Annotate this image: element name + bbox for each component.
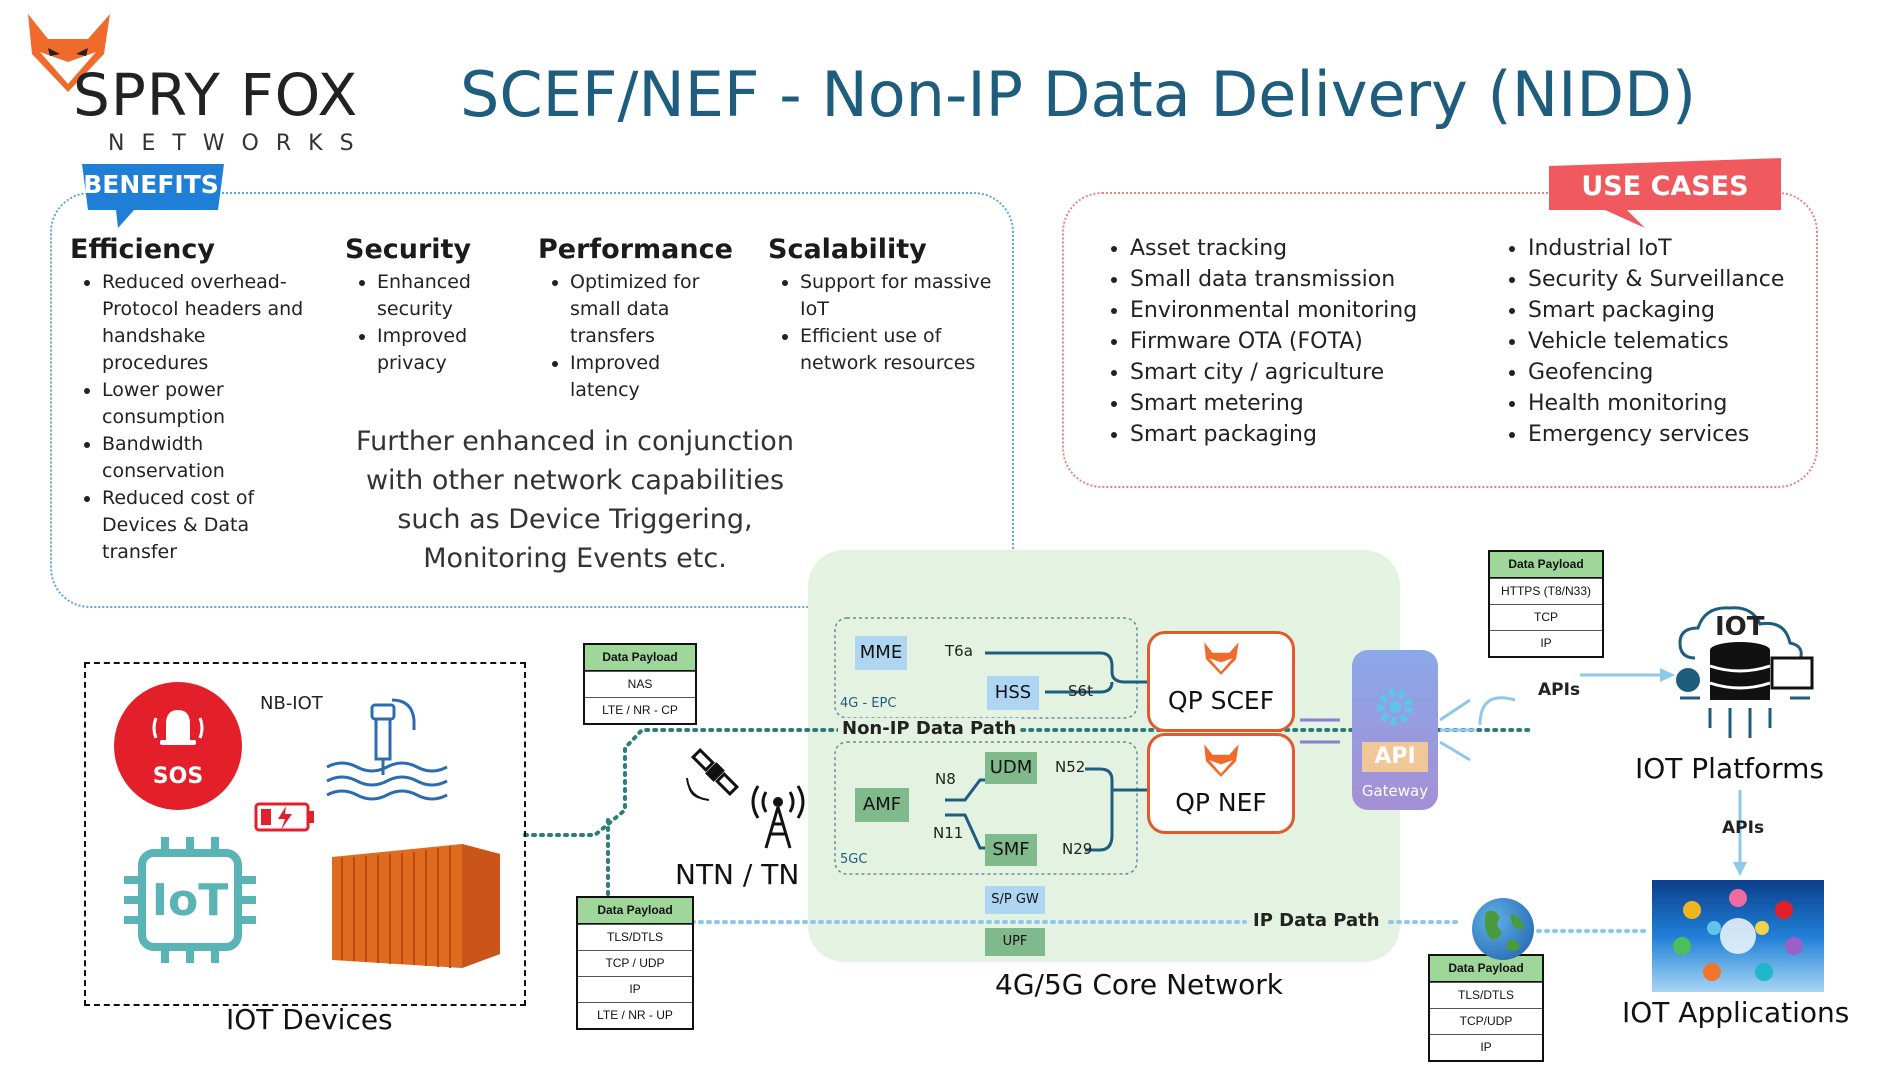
hss-node: HSS — [987, 676, 1039, 710]
use-case-item: Firmware OTA (FOTA) — [1130, 326, 1460, 357]
benefit-col-security: Security Enhanced security Improved priv… — [345, 234, 500, 377]
benefit-item: Enhanced security — [377, 269, 500, 323]
brand-logo: SPRY FOX NETWORKS — [18, 14, 368, 156]
use-cases-tag: USE CASES — [1545, 158, 1785, 228]
sos-icon: SOS — [114, 682, 242, 810]
benefit-item: Support for massive IoT — [800, 269, 993, 323]
benefit-item: Improved privacy — [377, 323, 500, 377]
iot-devices-box — [84, 662, 526, 1006]
battery-icon — [254, 802, 314, 832]
use-cases-list-left: Asset tracking Small data transmission E… — [1102, 233, 1460, 450]
nbiot-label: NB-IOT — [260, 693, 323, 714]
ip-path-label: IP Data Path — [1253, 910, 1380, 931]
n11-interface: N11 — [933, 824, 964, 842]
use-case-item: Small data transmission — [1130, 264, 1460, 295]
core-network-label: 4G/5G Core Network — [995, 968, 1283, 1001]
benefit-item: Bandwidth conservation — [102, 431, 310, 485]
benefit-item: Lower power consumption — [102, 377, 310, 431]
benefits-panel — [50, 192, 1014, 608]
t6a-interface: T6a — [945, 642, 973, 660]
water-sensor-icon — [326, 698, 448, 801]
n8-interface: N8 — [935, 770, 956, 788]
fox-icon — [28, 14, 110, 92]
n29-interface: N29 — [1062, 840, 1093, 858]
iot-platforms-label: IOT Platforms — [1635, 752, 1824, 785]
api-gateway: API Gateway — [1352, 650, 1438, 810]
page-title: SCEF/NEF - Non-IP Data Delivery (NIDD) — [460, 58, 1697, 131]
benefit-item: Improved latency — [570, 350, 728, 404]
user-plane-protocol-stack: Data Payload TLS/DTLS TCP / UDP IP LTE /… — [576, 896, 694, 1030]
gear-icon — [1377, 689, 1413, 725]
mme-node: MME — [855, 636, 907, 670]
globe-icon — [1472, 898, 1534, 960]
use-cases-list-right: Industrial IoT Security & Surveillance S… — [1500, 233, 1838, 450]
brand-sub: NETWORKS — [108, 131, 371, 156]
udm-node: UDM — [985, 752, 1037, 784]
apis-label-platforms: APIs — [1722, 818, 1765, 838]
smf-node: SMF — [985, 834, 1037, 866]
benefit-item: Reduced overhead-Protocol headers and ha… — [102, 269, 310, 377]
use-case-item: Geofencing — [1528, 357, 1838, 388]
use-case-item: Smart packaging — [1528, 295, 1838, 326]
fivegc-label: 5GC — [840, 852, 868, 867]
benefits-further-note: Further enhanced in conjunction with oth… — [356, 426, 794, 574]
s6t-interface: S6t — [1068, 682, 1093, 700]
spgw-node: S/P GW — [985, 886, 1045, 914]
shipping-container-icon — [332, 844, 500, 968]
n52-interface: N52 — [1055, 758, 1086, 776]
app-protocol-stack: Data Payload TLS/DTLS TCP/UDP IP — [1428, 954, 1544, 1062]
use-case-item: Asset tracking — [1130, 233, 1460, 264]
iot-cloud-label: IOT — [1715, 612, 1765, 642]
use-case-item: Industrial IoT — [1528, 233, 1838, 264]
qp-nef-node: QP NEF — [1147, 733, 1295, 834]
use-case-item: Health monitoring — [1528, 388, 1838, 419]
epc-label: 4G - EPC — [840, 696, 897, 711]
benefit-item: Reduced cost of Devices & Data transfer — [102, 485, 310, 566]
use-case-item: Smart metering — [1130, 388, 1460, 419]
iot-cloud-icon — [1676, 606, 1814, 738]
qp-scef-node: QP SCEF — [1147, 631, 1295, 732]
iot-applications-label: IOT Applications — [1622, 996, 1850, 1029]
amf-node: AMF — [855, 788, 909, 822]
core-network-area — [808, 550, 1400, 962]
api-protocol-stack: Data Payload HTTPS (T8/N33) TCP IP — [1488, 550, 1604, 658]
brand-name: SPRY FOX — [73, 61, 359, 129]
benefit-col-performance: Performance Optimized for small data tra… — [538, 234, 733, 404]
benefit-item: Efficient use of network resources — [800, 323, 993, 377]
ntn-tn-label: NTN / TN — [675, 858, 800, 891]
benefit-item: Optimized for small data transfers — [570, 269, 728, 350]
iot-devices-label: IOT Devices — [226, 1003, 393, 1036]
benefit-col-scalability: Scalability Support for massive IoT Effi… — [768, 234, 993, 377]
cell-tower-icon — [751, 785, 805, 849]
satellite-icon — [686, 747, 740, 801]
apis-label-gateway: APIs — [1538, 680, 1581, 700]
fox-icon — [1204, 642, 1239, 675]
nas-protocol-stack: Data Payload NAS LTE / NR - CP — [583, 643, 697, 725]
use-case-item: Smart packaging — [1130, 419, 1460, 450]
fox-icon — [1204, 744, 1239, 777]
use-case-item: Smart city / agriculture — [1130, 357, 1460, 388]
use-case-item: Emergency services — [1528, 419, 1838, 450]
benefit-col-efficiency: Efficiency Reduced overhead-Protocol hea… — [70, 234, 310, 566]
use-case-item: Vehicle telematics — [1528, 326, 1838, 357]
non-ip-path-label: Non-IP Data Path — [838, 718, 1021, 739]
upf-node: UPF — [985, 928, 1045, 956]
iot-chip-icon: IoT — [120, 835, 260, 965]
use-cases-panel — [1062, 192, 1818, 488]
benefits-tag: BENEFITS — [78, 162, 224, 228]
use-case-item: Environmental monitoring — [1130, 295, 1460, 326]
iot-applications-icon — [1652, 880, 1824, 992]
use-case-item: Security & Surveillance — [1528, 264, 1838, 295]
